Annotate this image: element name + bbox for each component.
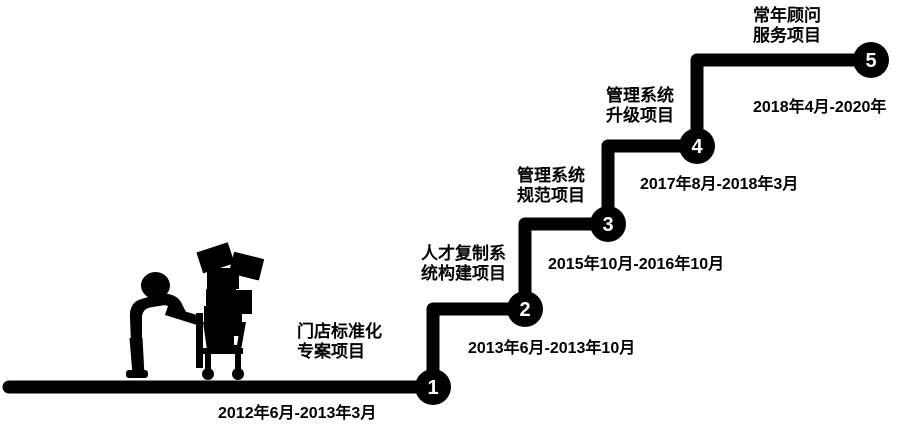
step-marker-1[interactable]: 1 — [415, 369, 451, 405]
step-title-1: 门店标准化专案项目 — [297, 322, 382, 362]
step-circle — [507, 291, 543, 327]
step-number: 2 — [519, 299, 530, 321]
step-title-line1: 门店标准化 — [297, 322, 382, 341]
step-title-5: 常年顾问服务项目 — [753, 6, 821, 46]
step-circle — [415, 369, 451, 405]
step-date-1: 2012年6月-2013年3月 — [218, 405, 377, 422]
step-title-line1: 管理系统 — [517, 166, 585, 185]
step-circle — [679, 128, 715, 164]
step-number: 1 — [427, 377, 438, 399]
step-title-line1: 人才复制系 — [421, 244, 506, 263]
step-title-line1: 管理系统 — [606, 86, 674, 105]
step-number: 5 — [865, 50, 876, 72]
step-marker-3[interactable]: 3 — [590, 206, 626, 242]
step-title-line1: 常年顾问 — [753, 6, 821, 25]
step-title-line2: 专案项目 — [297, 342, 365, 362]
step-title-line2: 统构建项目 — [421, 264, 506, 284]
step-marker-2[interactable]: 2 — [507, 291, 543, 327]
step-marker-5[interactable]: 5 — [853, 42, 889, 78]
step-title-2: 人才复制系统构建项目 — [421, 244, 506, 284]
step-title-4: 管理系统升级项目 — [606, 86, 674, 126]
step-circle — [853, 42, 889, 78]
step-marker-4[interactable]: 4 — [679, 128, 715, 164]
step-title-3: 管理系统规范项目 — [517, 166, 585, 206]
step-number: 3 — [602, 214, 613, 236]
step-title-line2: 规范项目 — [517, 186, 585, 206]
step-date-2: 2013年6月-2013年10月 — [468, 340, 636, 357]
step-markers: 1 2 3 4 5 — [415, 42, 889, 405]
step-title-line2: 升级项目 — [606, 106, 674, 126]
shopper-with-cart-icon — [126, 242, 265, 380]
step-circle — [590, 206, 626, 242]
step-date-4: 2017年8月-2018年3月 — [640, 176, 799, 193]
step-number: 4 — [691, 136, 703, 158]
step-date-5: 2018年4月-2020年 — [753, 99, 887, 116]
step-title-line2: 服务项目 — [753, 26, 821, 46]
step-date-3: 2015年10月-2016年10月 — [548, 256, 725, 273]
